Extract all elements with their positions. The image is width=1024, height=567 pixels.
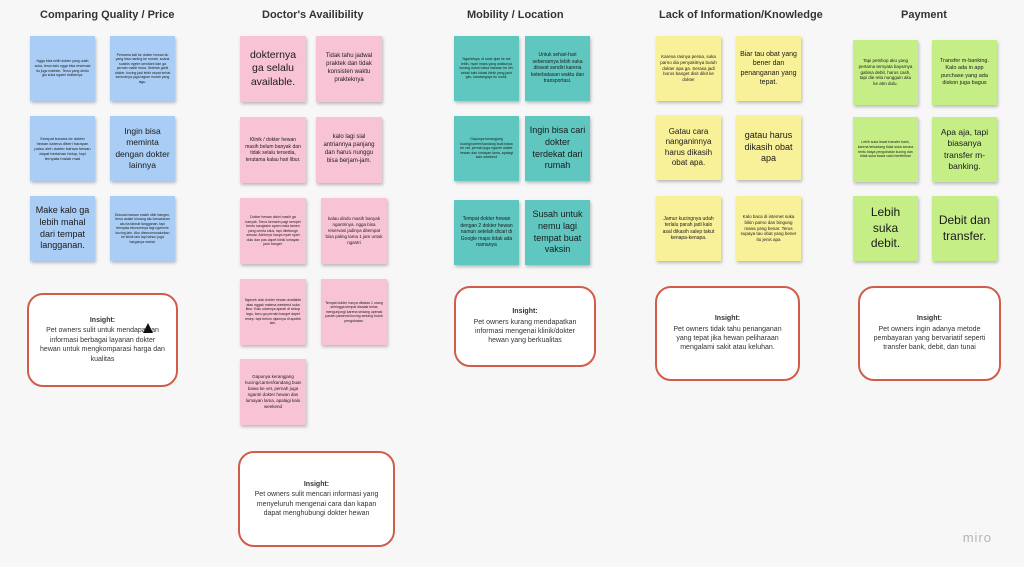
sticky-note[interactable]: Tapi petshop aku yang pertama ternyata b… [853, 40, 918, 105]
insight-text: Pet owners sulit untuk mendapatkan infor… [40, 327, 165, 363]
insight-box[interactable]: Insight: Pet owners sulit untuk mendapat… [27, 293, 178, 387]
miro-logo: miro [962, 530, 992, 545]
sticky-note[interactable]: Dokter hewan disini masih ga banyak. Ter… [240, 198, 306, 264]
sticky-note[interactable]: Apa aja, tapi biasanya transfer m-bankin… [932, 117, 997, 182]
sticky-note[interactable]: Ngecek dulu dokter hewan available atau … [240, 279, 306, 345]
sticky-note[interactable]: Karena rasnya persia, suka parno dia pen… [656, 36, 721, 101]
insight-text: Pet owners ingin adanya metode pembayara… [873, 325, 986, 352]
sticky-note[interactable]: Klinik / dokter hewan masih belum banyak… [240, 117, 306, 183]
sticky-note[interactable]: Ngga bisa milih dokter yang udah suka, t… [30, 36, 95, 101]
sticky-note[interactable]: Jamur kucingnya udah terlalu parah jadi … [656, 196, 721, 261]
sticky-note[interactable]: Untuk sehari-hari sebenarnya lebih suka … [525, 36, 590, 101]
sticky-note[interactable]: Ingin bisa cari dokter terdekat dari rum… [525, 116, 590, 181]
sticky-note[interactable]: Susah untuk nemu lagi tempat buat vaksin [525, 200, 590, 265]
column-title-availability: Doctor's Availibility [262, 9, 364, 21]
sticky-note[interactable]: Kalo baca di internet suka bikin parno d… [736, 196, 801, 261]
sticky-note[interactable]: Lebih suka lewat transfer bank, karena t… [853, 117, 918, 182]
sticky-note[interactable]: Dulusal mawan masih sibir bangen, terus … [110, 196, 175, 261]
sticky-note[interactable]: gatau harus dikasih obat apa [736, 115, 801, 180]
sticky-note[interactable]: Biar tau obat yang bener dan penanganan … [736, 36, 801, 101]
column-title-mobility: Mobility / Location [467, 9, 564, 21]
sticky-note[interactable]: Lebih suka debit. [853, 196, 918, 261]
sticky-note[interactable]: Debit dan transfer. [932, 196, 997, 261]
sticky-note[interactable]: Gapunya kerangjang kucing/carrier/kandan… [454, 116, 519, 181]
insight-title: Insight: [916, 315, 943, 323]
cursor-icon [143, 323, 153, 333]
sticky-note[interactable]: Tempat dokter hanya dibatas 1 orang sehi… [321, 279, 387, 345]
insight-text: Pet owners tidak tahu penanganan yang te… [673, 325, 782, 352]
column-title-comparing: Comparing Quality / Price [40, 9, 175, 21]
insight-title: Insight: [303, 480, 330, 488]
sticky-note[interactable]: dokternya ga selalu available. [240, 36, 306, 102]
sticky-note[interactable]: Gatau cara nanganinnya harus dikasih oba… [656, 115, 721, 180]
column-title-payment: Payment [901, 9, 947, 21]
sticky-note[interactable]: Ingin bisa meminta dengan dokter lainnya [110, 116, 175, 181]
sticky-note[interactable]: Ngantrinya, di sanir ajan ke set lebih, … [454, 36, 519, 101]
sticky-note[interactable]: Make kalo ga lebih mahal dari tempat lan… [30, 196, 95, 261]
insight-title: Insight: [512, 308, 538, 316]
column-title-information: Lack of Information/Knowledge [659, 9, 823, 21]
sticky-note[interactable]: kalau dindo masih banyak ngantrinya. ngg… [321, 198, 387, 264]
sticky-note[interactable]: kalo lagi sial antriannya panjang dan ha… [316, 117, 382, 183]
insight-title: Insight: [714, 315, 741, 323]
sticky-note[interactable]: Tidak tahu jadwal praktek dan tidak kons… [316, 36, 382, 102]
insight-box[interactable]: Insight: Pet owners kurang mendapatkan i… [454, 286, 596, 367]
insight-title: Insight: [89, 316, 116, 324]
insight-text: Pet owners kurang mendapatkan informasi … [473, 318, 577, 345]
insight-box[interactable]: Insight: Pet owners ingin adanya metode … [858, 286, 1001, 381]
sticky-note[interactable]: Pernama kali ke dokter hewan itu yang bi… [110, 36, 175, 101]
insight-box[interactable]: Insight: Pet owners sulit mencari inform… [238, 451, 395, 547]
sticky-note[interactable]: Sempat trauma ke dokter hewan karena dib… [30, 116, 95, 181]
sticky-note[interactable]: Tempat dokter hewan dengan 2 dokter hewa… [454, 200, 519, 265]
insight-box[interactable]: Insight: Pet owners tidak tahu penangana… [655, 286, 800, 381]
insight-text: Pet owners sulit mencari informasi yang … [254, 491, 379, 517]
sticky-note[interactable]: Gapunya kerangjang kucing/carrier/kandan… [240, 359, 306, 425]
sticky-note[interactable]: Transfer m-banking. Kalo ada in app purc… [932, 40, 997, 105]
